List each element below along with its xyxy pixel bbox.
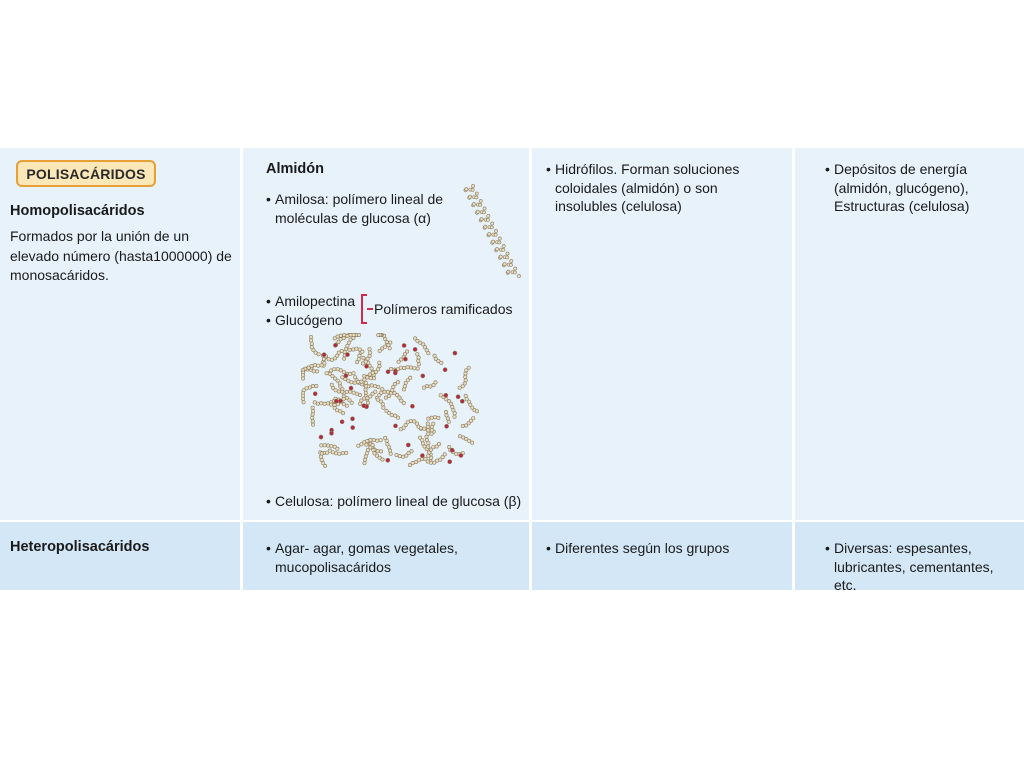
cell-homo-properties: •Hidrófilos. Forman soluciones coloidale… xyxy=(532,148,792,520)
amylose-helix-illustration xyxy=(463,184,521,278)
homo-properties-line3: insolubles (celulosa) xyxy=(555,198,682,214)
homo-function-line3: Estructuras (celulosa) xyxy=(834,198,970,214)
amilosa-item: •Amilosa: polímero lineal de moléculas d… xyxy=(266,190,443,227)
bullet-dot: • xyxy=(825,540,830,556)
bullet-dot: • xyxy=(266,312,271,328)
cell-hetero-examples: •Agar- agar, gomas vegetales, mucopolisa… xyxy=(243,522,529,590)
homo-function-item: •Depósitos de energía (almidón, glucógen… xyxy=(825,160,969,216)
homo-title: Homopolisacáridos xyxy=(10,203,145,219)
homo-properties-item: •Hidrófilos. Forman soluciones coloidale… xyxy=(546,160,739,216)
almidon-title: Almidón xyxy=(266,161,324,177)
row-heteropolisacaridos: Heteropolisacáridos •Agar- agar, gomas v… xyxy=(0,522,1024,593)
hetero-properties-item: •Diferentes según los grupos xyxy=(546,539,729,558)
hetero-examples-line1: Agar- agar, gomas vegetales, xyxy=(275,540,458,556)
bullet-dot: • xyxy=(266,293,271,309)
bracket-shape xyxy=(361,294,367,324)
bullet-dot: • xyxy=(266,191,271,207)
bullet-dot: • xyxy=(825,161,830,177)
celulosa-item: •Celulosa: polímero lineal de glucosa (β… xyxy=(266,492,521,511)
bullet-dot: • xyxy=(266,493,271,509)
cell-hetero-properties: •Diferentes según los grupos xyxy=(532,522,792,590)
bullet-dot: • xyxy=(546,161,551,177)
hetero-examples-item: •Agar- agar, gomas vegetales, mucopolisa… xyxy=(266,539,458,576)
hetero-function-item: •Diversas: espesantes, lubricantes, ceme… xyxy=(825,539,994,595)
amilopectina-item: •Amilopectina xyxy=(266,292,355,311)
hetero-function-line1: Diversas: espesantes, xyxy=(834,540,972,556)
hetero-title: Heteropolisacáridos xyxy=(10,539,150,555)
cell-homo-examples: Almidón •Amilosa: polímero lineal de mol… xyxy=(243,148,529,520)
amilopectina-label: Amilopectina xyxy=(275,293,356,309)
amilosa-line1: Amilosa: polímero lineal de xyxy=(275,191,444,207)
cell-hetero-type: Heteropolisacáridos xyxy=(0,522,240,590)
bullet-dot: • xyxy=(266,540,271,556)
cell-homo-function: •Depósitos de energía (almidón, glucógen… xyxy=(795,148,1024,520)
homo-properties-line1: Hidrófilos. Forman soluciones xyxy=(555,161,740,177)
homo-function-line2: (almidón, glucógeno), xyxy=(834,179,969,196)
hetero-function-line2: lubricantes, cementantes, xyxy=(834,558,994,575)
homo-description: Formados por la unión de un elevado núme… xyxy=(10,228,232,283)
amilosa-line2: moléculas de glucosa (α) xyxy=(275,209,431,226)
homo-function-line1: Depósitos de energía xyxy=(834,161,968,177)
hetero-examples-line2: mucopolisacáridos xyxy=(275,558,391,575)
cell-homo-type: POLISACÁRIDOS Homopolisacáridos Formados… xyxy=(0,148,240,520)
branched-polymer-illustration xyxy=(300,332,480,468)
homo-properties-line2: coloidales (almidón) o son xyxy=(555,179,718,196)
glucogeno-label: Glucógeno xyxy=(275,312,343,328)
ramificados-label: Polímeros ramificados xyxy=(374,301,513,317)
bullet-dot: • xyxy=(546,540,551,556)
polisacaridos-badge: POLISACÁRIDOS xyxy=(16,160,156,187)
polysaccharide-table: POLISACÁRIDOS Homopolisacáridos Formados… xyxy=(0,148,1024,593)
row-homopolisacaridos: POLISACÁRIDOS Homopolisacáridos Formados… xyxy=(0,148,1024,520)
cell-hetero-function: •Diversas: espesantes, lubricantes, ceme… xyxy=(795,522,1024,593)
hetero-properties-label: Diferentes según los grupos xyxy=(555,540,730,556)
glucogeno-item: •Glucógeno xyxy=(266,311,343,330)
hetero-function-line3: etc. xyxy=(834,577,857,593)
celulosa-label: Celulosa: polímero lineal de glucosa (β) xyxy=(275,493,522,509)
bracket-tick xyxy=(367,308,373,310)
